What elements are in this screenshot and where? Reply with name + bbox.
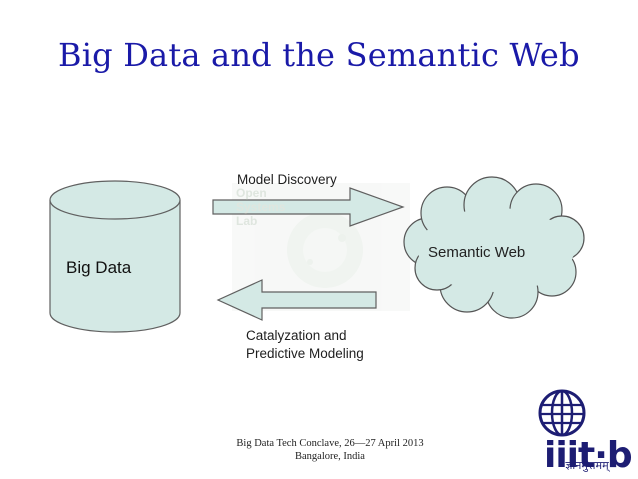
semantic-web-cloud (403, 176, 585, 319)
footer-line: Bangalore, India (295, 451, 365, 462)
semantic-web-label: Semantic Web (428, 244, 526, 261)
watermark-line: Lab (236, 214, 258, 228)
iiitb-logo-wordmark: iiit·b (544, 435, 633, 476)
slide-footer: Big Data Tech Conclave, 26—27 April 2013… (200, 437, 460, 463)
left-arrow (216, 279, 377, 321)
model-discovery-label: Model Discovery (237, 172, 337, 187)
catalyzation-line: Catalyzation and (246, 328, 347, 343)
right-arrow (212, 187, 405, 227)
watermark-line: Open (236, 186, 267, 200)
watermark-line: Systems (236, 200, 286, 214)
footer-line: Big Data Tech Conclave, 26—27 April 2013 (236, 438, 424, 449)
catalyzation-line: Predictive Modeling (246, 346, 364, 361)
big-data-cylinder (49, 180, 181, 333)
big-data-label: Big Data (66, 258, 132, 277)
catalyzation-label: Catalyzation and Predictive Modeling (246, 327, 364, 363)
globe-icon (538, 389, 586, 437)
watermark-text: Open Systems Lab (236, 186, 285, 228)
iiitb-logo-tagline: ज्ञानमुत्तमम् (565, 459, 609, 472)
slide-title: Big Data and the Semantic Web (58, 36, 580, 74)
